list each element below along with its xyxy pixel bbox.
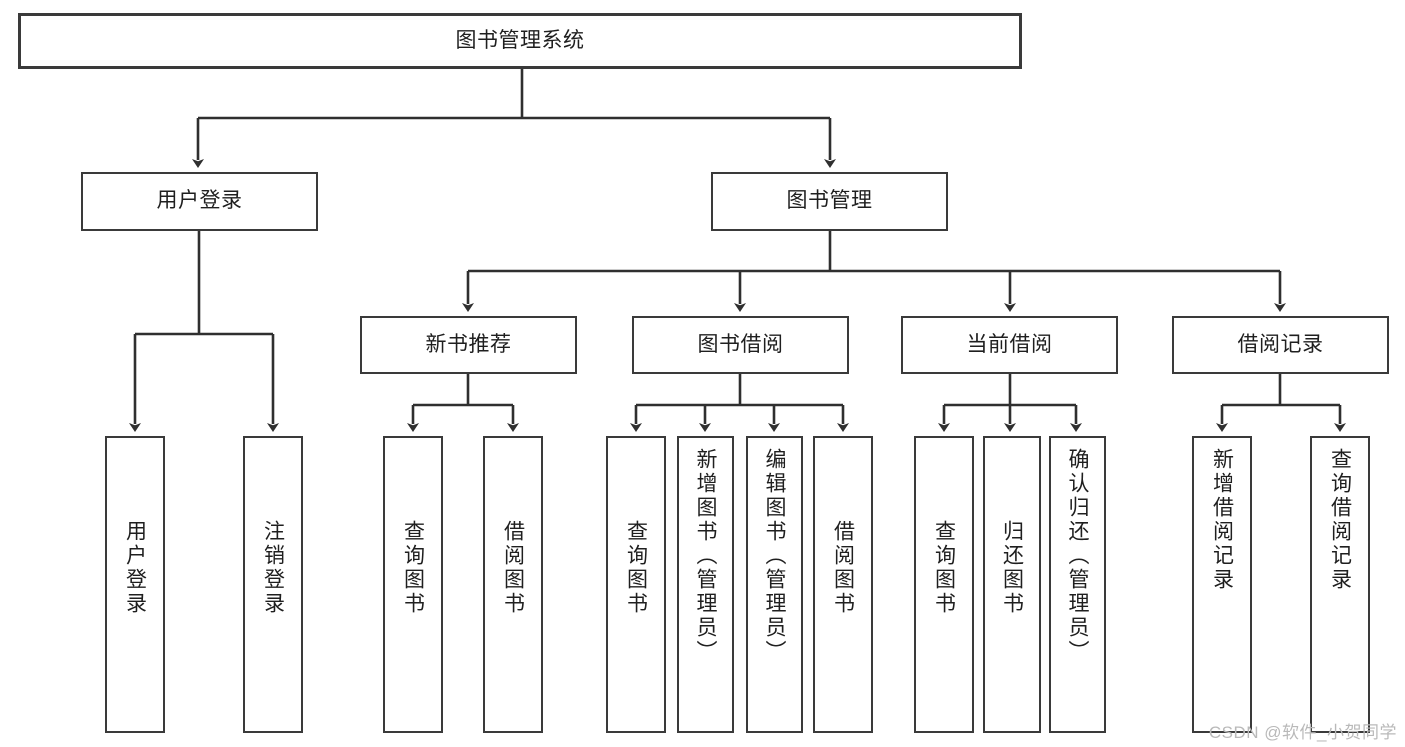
leaf-recommend-borrow-book[interactable]: 借阅图书 xyxy=(483,436,543,733)
node-label: 编辑图书（管理员） xyxy=(763,448,786,664)
leaf-recommend-query-book[interactable]: 查询图书 xyxy=(383,436,443,733)
node-borrow-record[interactable]: 借阅记录 xyxy=(1172,316,1389,374)
node-label: 新增借阅记录 xyxy=(1210,448,1234,592)
node-label: 查询借阅记录 xyxy=(1328,448,1352,592)
node-label: 注销登录 xyxy=(261,520,285,616)
node-label: 用户登录 xyxy=(123,520,147,616)
node-label: 借阅记录 xyxy=(1237,332,1324,356)
node-label: 查询图书 xyxy=(401,520,425,616)
leaf-borrow-add-book-admin[interactable]: 新增图书（管理员） xyxy=(677,436,734,733)
node-label: 查询图书 xyxy=(932,520,956,616)
node-label: 图书借阅 xyxy=(697,332,784,356)
leaf-current-query-book[interactable]: 查询图书 xyxy=(914,436,974,733)
node-label: 借阅图书 xyxy=(831,520,855,616)
leaf-borrow-edit-book-admin[interactable]: 编辑图书（管理员） xyxy=(746,436,803,733)
node-label: 图书管理系统 xyxy=(455,28,585,52)
leaf-record-query-record[interactable]: 查询借阅记录 xyxy=(1310,436,1370,733)
leaf-current-confirm-return-admin[interactable]: 确认归还（管理员） xyxy=(1049,436,1106,733)
leaf-user-login-logout[interactable]: 注销登录 xyxy=(243,436,303,733)
node-current-borrow[interactable]: 当前借阅 xyxy=(901,316,1118,374)
node-new-book-recommend[interactable]: 新书推荐 xyxy=(360,316,577,374)
node-book-borrow[interactable]: 图书借阅 xyxy=(632,316,849,374)
node-label: 查询图书 xyxy=(624,520,648,616)
leaf-record-add-record[interactable]: 新增借阅记录 xyxy=(1192,436,1252,733)
node-label: 新增图书（管理员） xyxy=(694,448,717,664)
node-label: 归还图书 xyxy=(1000,520,1024,616)
node-book-management[interactable]: 图书管理 xyxy=(711,172,948,231)
node-root-system[interactable]: 图书管理系统 xyxy=(18,13,1022,69)
node-user-login[interactable]: 用户登录 xyxy=(81,172,318,231)
node-label: 用户登录 xyxy=(156,189,243,213)
node-label: 当前借阅 xyxy=(966,332,1053,356)
watermark: CSDN @软件_小贺同学 xyxy=(1208,723,1397,742)
node-label: 新书推荐 xyxy=(425,332,512,356)
leaf-borrow-borrow-book[interactable]: 借阅图书 xyxy=(813,436,873,733)
node-label: 借阅图书 xyxy=(501,520,525,616)
node-label: 图书管理 xyxy=(786,189,873,213)
leaf-borrow-query-book[interactable]: 查询图书 xyxy=(606,436,666,733)
leaf-user-login-login[interactable]: 用户登录 xyxy=(105,436,165,733)
leaf-current-return-book[interactable]: 归还图书 xyxy=(983,436,1041,733)
node-label: 确认归还（管理员） xyxy=(1066,448,1089,664)
